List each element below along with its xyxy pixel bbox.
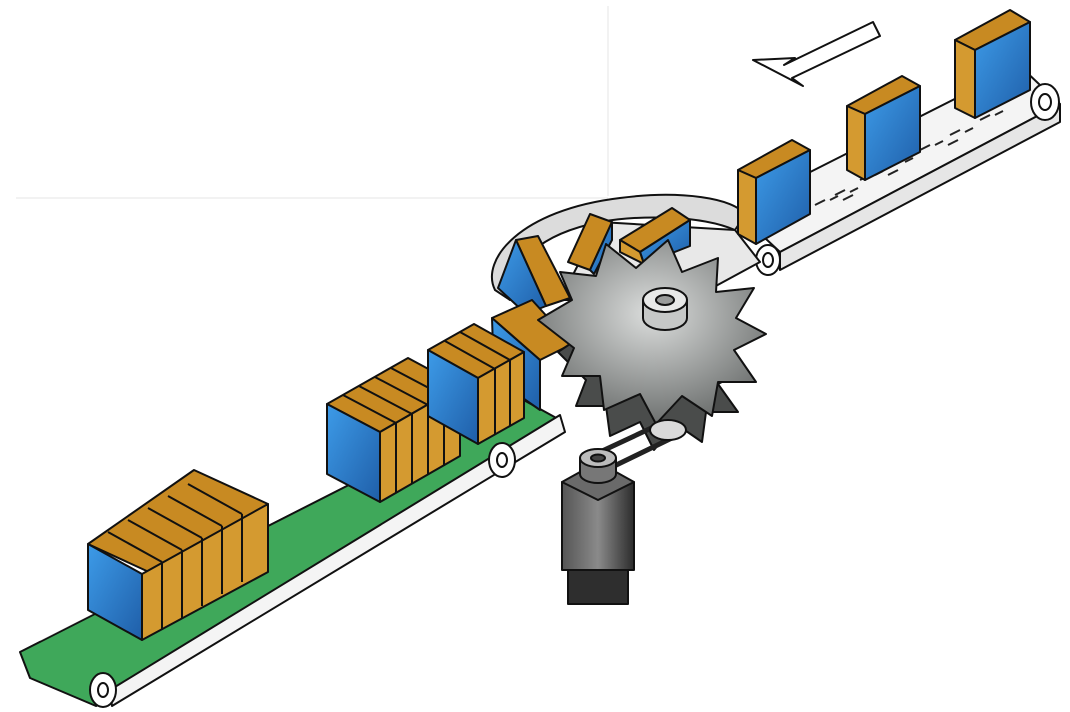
arrow-left-down-icon — [753, 22, 880, 86]
background-guides — [16, 6, 608, 198]
wheel-hub — [643, 288, 687, 330]
servo-motor-icon — [562, 449, 634, 604]
